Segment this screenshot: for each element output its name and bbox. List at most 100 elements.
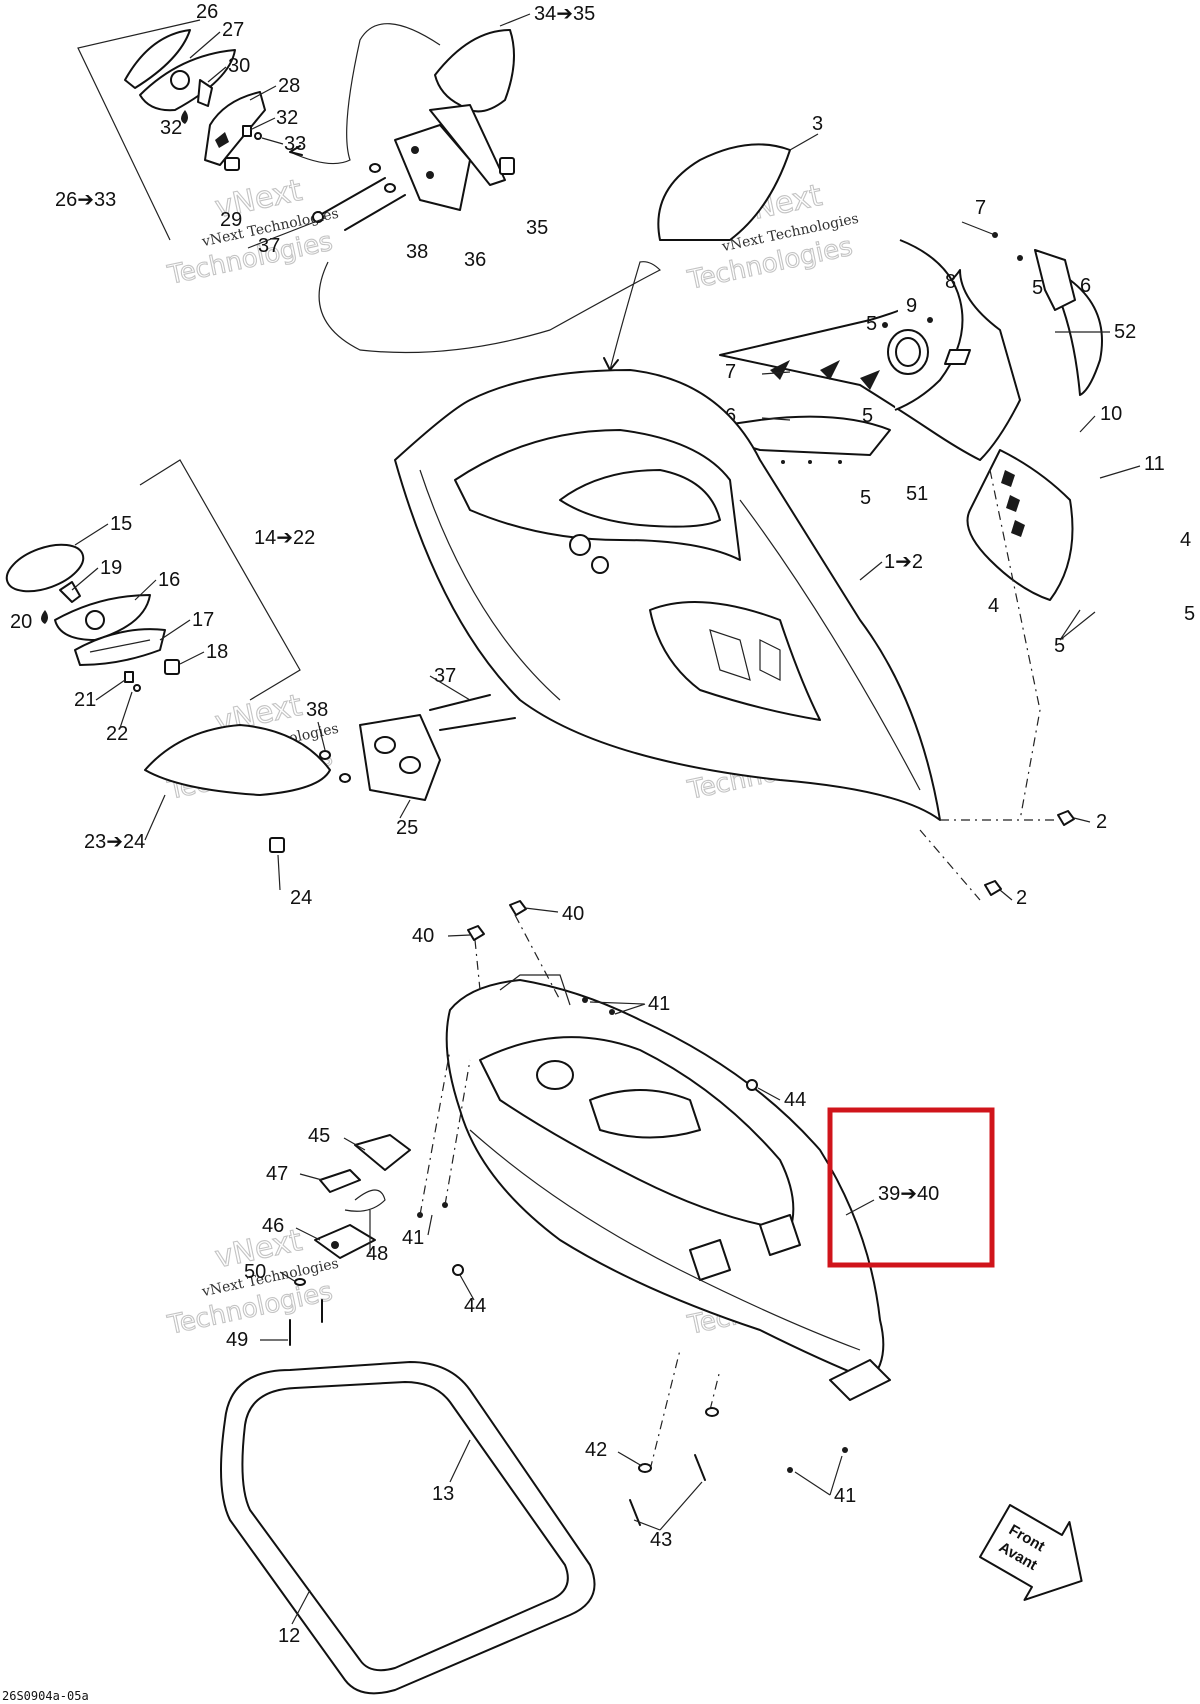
leader-lines [71, 523, 471, 891]
housing-boss [170, 70, 190, 90]
latch-hole [331, 1241, 339, 1249]
callout-27: 27 [222, 19, 244, 41]
callout-2: 2 [1096, 811, 1107, 833]
leader-line [789, 133, 819, 151]
washer-38 [369, 163, 381, 173]
callout-42: 42 [585, 1439, 607, 1461]
nut-18 [164, 659, 180, 675]
bin-tab-front [829, 1359, 891, 1401]
latch-plate-45 [354, 1134, 411, 1171]
bolt-37 [439, 717, 516, 731]
gauge-hole [591, 556, 609, 574]
mirror-23 [144, 724, 331, 796]
callout-47: 47 [266, 1163, 288, 1185]
bin-edge-line [469, 1129, 861, 1351]
washer-50 [294, 1278, 306, 1286]
callout-11: 11 [1144, 453, 1165, 475]
hatch-gasket-13 [241, 1381, 569, 1672]
callout-19: 19 [100, 557, 122, 579]
washer-33 [254, 132, 262, 140]
front-direction-arrow: Front Avant [979, 1504, 1083, 1601]
bracket-detail [89, 639, 151, 653]
callout-18: 18 [206, 641, 228, 663]
group-bracket-line [139, 459, 301, 701]
leader-line [845, 1199, 875, 1216]
main-hull-assembly: 1➔2 2 2 [394, 369, 1107, 909]
nut-24 [269, 837, 285, 853]
callout-32: 32 [276, 107, 298, 129]
gauge-hole [569, 534, 591, 556]
light-inner [895, 337, 921, 367]
callout-40: 40 [562, 903, 584, 925]
fastener-dot [882, 322, 888, 328]
callout-44: 44 [784, 1089, 806, 1111]
screw-49 [289, 1299, 323, 1346]
nut-40 [509, 900, 527, 916]
callout-32-drop: 32 [160, 117, 182, 139]
fastener-41 [842, 1447, 848, 1453]
drop-icon-20 [41, 610, 48, 624]
fastener-dot [781, 460, 785, 464]
mirror-glass-15 [5, 543, 85, 593]
leader-lines [291, 1439, 471, 1625]
leader-line [859, 561, 883, 581]
screw-19 [59, 581, 81, 603]
callout-5: 5 [862, 405, 873, 427]
arrow-head [289, 145, 303, 156]
leader-curve-hull [318, 261, 662, 371]
bracket-hole [215, 132, 229, 148]
callout-29: 29 [220, 209, 242, 231]
left-mirror-assembly: 26 27 30 28 32 33 32 29 26➔33 37 38 36 3… [55, 1, 662, 371]
callout-5: 5 [1032, 277, 1043, 299]
callout-23-24: 23➔24 [84, 831, 145, 853]
dash-line [649, 1349, 721, 1471]
bolt-43 [629, 1454, 706, 1526]
callout-5: 5 [1054, 635, 1065, 657]
group-bracket-line [77, 19, 201, 241]
callout-26: 26 [196, 1, 218, 23]
callout-45: 45 [308, 1125, 330, 1147]
callout-2: 2 [1016, 887, 1027, 909]
callout-41: 41 [834, 1485, 856, 1507]
callout-5: 5 [866, 313, 877, 335]
center-dash-line [989, 469, 1041, 821]
callout-38: 38 [406, 241, 428, 263]
bracket-28 [204, 91, 266, 166]
callout-44: 44 [464, 1295, 486, 1317]
callout-1-2: 1➔2 [884, 551, 923, 573]
emblem [944, 349, 971, 365]
callout-28: 28 [278, 75, 300, 97]
mount-bracket-25 [359, 714, 441, 801]
callout-12: 12 [278, 1625, 300, 1647]
callout-30: 30 [228, 55, 250, 77]
callout-16: 16 [158, 569, 180, 591]
callout-7: 7 [975, 197, 986, 219]
washer-44 [746, 1079, 758, 1091]
callout-3: 3 [812, 113, 823, 135]
callout-49: 49 [226, 1329, 248, 1351]
callout-41: 41 [402, 1227, 424, 1249]
housing-boss [85, 610, 105, 630]
spring-21 [124, 671, 134, 683]
callout-26-33: 26➔33 [55, 189, 116, 211]
callout-21: 21 [74, 689, 96, 711]
bolt-37 [429, 694, 491, 711]
callout-46: 46 [262, 1215, 284, 1237]
hull-line [739, 499, 921, 791]
callout-40: 40 [412, 925, 434, 947]
right-mirror-assembly: 15 14➔22 19 16 20 17 18 21 22 37 38 25 2… [5, 459, 516, 909]
bracket-6 [1034, 249, 1076, 311]
fastener-dot [838, 460, 842, 464]
fastener-41 [582, 997, 588, 1003]
leader-lines [260, 907, 843, 1531]
screw-30 [197, 79, 213, 107]
callout-35: 35 [526, 217, 548, 239]
callout-14-22: 14➔22 [254, 527, 315, 549]
nut-2 [984, 880, 1002, 896]
highlight-box [827, 1107, 995, 1268]
fastener-41 [609, 1009, 615, 1015]
callout-15: 15 [110, 513, 132, 535]
callout-38: 38 [306, 699, 328, 721]
washer-38 [384, 183, 396, 193]
